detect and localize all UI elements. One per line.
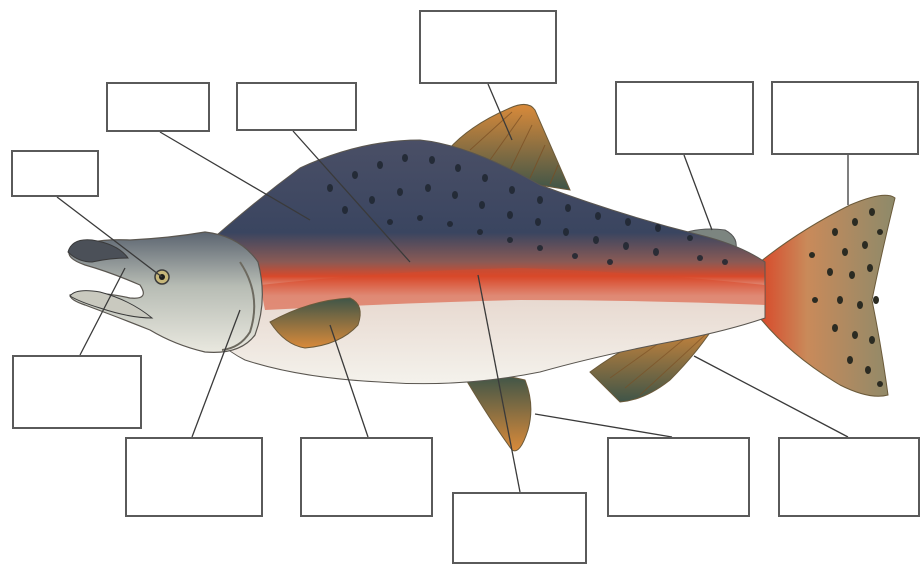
caudal-fin-shape: [760, 195, 895, 396]
label-box-adipose-fin[interactable]: [615, 81, 754, 155]
label-box-mouth[interactable]: [12, 355, 142, 429]
label-box-pectoral-fin[interactable]: [300, 437, 433, 517]
label-box-gill-slit[interactable]: [106, 82, 210, 132]
leader-pelvic-fin: [535, 414, 672, 437]
pelvic-fin-shape: [465, 375, 531, 450]
leader-adipose-fin: [684, 155, 712, 230]
label-box-dorsal-fin[interactable]: [419, 10, 557, 84]
label-box-lateral-line-lower[interactable]: [452, 492, 587, 564]
label-box-lateral-line[interactable]: [236, 82, 357, 131]
label-box-eye[interactable]: [11, 150, 99, 197]
label-box-pelvic-fin[interactable]: [607, 437, 750, 517]
label-box-caudal-fin[interactable]: [771, 81, 919, 155]
label-box-anal-fin[interactable]: [778, 437, 920, 517]
leader-gill-slit: [160, 132, 310, 220]
label-box-operculum[interactable]: [125, 437, 263, 517]
